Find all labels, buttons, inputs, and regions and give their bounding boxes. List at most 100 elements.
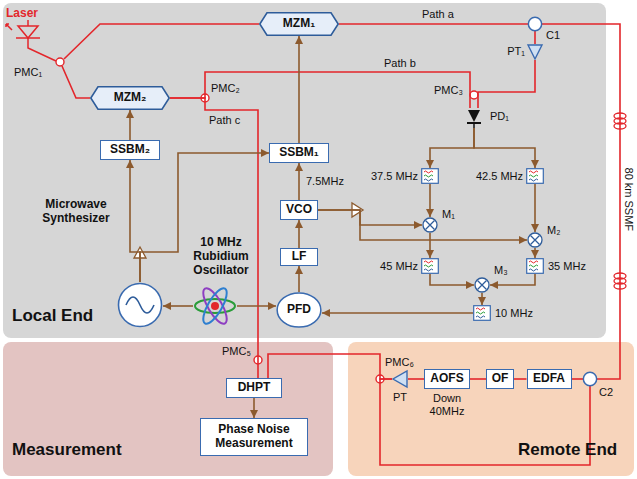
text-holder: Measurement — [12, 440, 152, 460]
annotation-label: PMC₂ — [211, 82, 240, 95]
bandpass-filter: 45 MHz — [421, 258, 439, 274]
annotation-label: Down 40MHz — [420, 392, 474, 417]
optical-fiber-link — [534, 31, 536, 44]
bandpass-filter: 42.5 MHz — [526, 168, 544, 184]
optical-fiber-link — [170, 98, 258, 378]
process-box: Phase Noise Measurement — [200, 418, 308, 456]
optical-fiber-link — [470, 378, 486, 380]
text-holder: Remote End — [518, 440, 630, 460]
mixer-symbol: M₁ — [422, 217, 438, 233]
text-holder: 45 MHz — [368, 260, 418, 273]
modulator-hexagon: MZM₁ — [259, 12, 339, 36]
electrical-signal-link — [298, 163, 300, 200]
electrical-signal-link — [318, 210, 527, 240]
electrical-signal-link — [534, 248, 536, 258]
amplifier-triangle-outline — [392, 370, 408, 388]
node-label: M₃ — [494, 264, 508, 277]
bandpass-filter-outline — [526, 168, 544, 184]
text-holder: PFD — [276, 292, 322, 328]
process-box: SSBM₂ — [100, 140, 160, 160]
node-label: 45 MHz — [380, 260, 418, 273]
process-box: VCO — [280, 200, 318, 220]
edge-label-holder: 7.5MHz — [304, 175, 346, 188]
optical-fiber-link — [514, 378, 527, 380]
text-holder: M₃ — [494, 264, 514, 277]
optical-fiber-link — [542, 24, 620, 379]
region-band: Local EndMZM₁C1PT₁MZM₂PD₁SSBM₂SSBM₁37.5 … — [3, 3, 606, 338]
electrical-signal-link — [430, 128, 474, 168]
text-holder: 35 MHz — [548, 260, 598, 273]
text-holder: OF — [487, 370, 513, 388]
edge-label: Path b — [382, 57, 418, 70]
process-box: LF — [280, 248, 318, 266]
electrical-signal-link — [298, 266, 300, 292]
node-label: EDFA — [533, 372, 565, 386]
electrical-signal-link — [534, 184, 536, 232]
electrical-signal-link — [253, 398, 255, 418]
bandpass-filter: 37.5 MHz — [421, 168, 439, 184]
region-heading: Measurement — [12, 440, 122, 460]
electrical-signal-link — [298, 36, 300, 143]
text-holder: DHPT — [227, 379, 281, 397]
annotation-label: PMC₆ — [385, 356, 414, 369]
node-label: PT₁ — [507, 45, 525, 58]
electrical-signal-link — [481, 293, 483, 305]
label-holder: PMC₅ — [222, 345, 251, 358]
measurement-ground — [3, 342, 333, 476]
label-holder: PMC₃ — [434, 84, 463, 97]
photodiode: PD₁ — [462, 108, 486, 128]
modulator-hexagon: MZM₂ — [90, 86, 170, 110]
circular-block: PFD — [276, 292, 322, 328]
synthesizer-symbol: Microwave Synthesizer — [117, 282, 163, 328]
label-holder: 80 km SSMF — [623, 144, 636, 254]
bandpass-filter-outline — [421, 258, 439, 274]
electrical-signal-link — [140, 153, 269, 282]
node-label: SSBM₂ — [110, 143, 150, 157]
bandpass-filter-outline — [421, 168, 439, 184]
electrical-signal-link — [130, 160, 140, 282]
circular-block-outline — [583, 372, 597, 386]
photodiode-outline — [462, 108, 486, 128]
process-box: DHPT — [226, 378, 282, 398]
fiber-coupler — [56, 58, 478, 383]
node-label: VCO — [286, 203, 312, 217]
node-label: M₁ — [442, 208, 455, 221]
electrical-signal-link — [163, 305, 193, 307]
text-holder: 37.5 MHz — [364, 170, 418, 183]
label-holder: Laser — [6, 7, 38, 21]
text-holder: SSBM₂ — [101, 141, 159, 159]
process-box: OF — [486, 369, 514, 389]
node-label: PT — [393, 391, 407, 404]
annotation-label: PMC₃ — [434, 84, 463, 97]
node-label: 37.5 MHz — [371, 170, 418, 183]
annotation-label: 80 km SSMF — [623, 168, 636, 232]
optical-fiber-link — [572, 378, 584, 380]
text-holder: 10 MHz — [495, 307, 545, 320]
optical-fiber-link — [339, 23, 528, 25]
text-holder: M₂ — [547, 224, 567, 237]
circular-block: C1 — [528, 17, 542, 31]
text-holder: PT₁ — [500, 45, 525, 58]
node-label: PFD — [287, 303, 311, 317]
electrical-signal-link — [322, 312, 473, 314]
node-label: 10 MHz — [495, 307, 533, 320]
rubidium-atom-icon-outline — [193, 284, 237, 328]
text-holder: VCO — [281, 201, 317, 219]
node-label: OF — [492, 372, 509, 386]
synthesizer-symbol-outline — [117, 282, 163, 328]
node-label: 42.5 MHz — [476, 170, 523, 183]
text-holder: PT — [390, 391, 410, 404]
node-label: AOFS — [430, 372, 463, 386]
node-label: DHPT — [238, 381, 271, 395]
annotation-label: PMC₅ — [222, 345, 251, 358]
electrical-signal-link — [298, 220, 300, 248]
label-holder: PMC₂ — [211, 82, 240, 95]
text-holder: 42.5 MHz — [469, 170, 523, 183]
amplifier-triangle: PT — [392, 370, 408, 388]
node-label: MZM₂ — [114, 91, 147, 105]
electrical-signal-link — [318, 210, 422, 225]
text-holder: MZM₁ — [259, 12, 339, 36]
circular-block-outline — [528, 17, 542, 31]
node-label: C1 — [546, 29, 560, 42]
annotation-label: PMC₁ — [14, 66, 42, 79]
